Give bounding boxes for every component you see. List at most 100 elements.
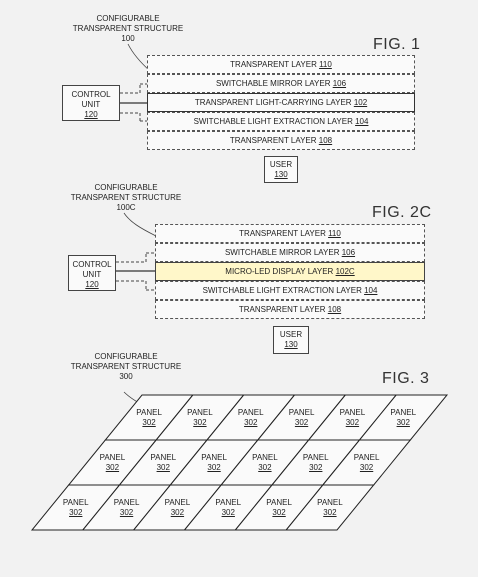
fig2c-title: FIG. 2C (372, 204, 432, 221)
layer-ref: 104 (364, 286, 378, 295)
user-ref: 130 (274, 170, 288, 179)
layer-label: SWITCHABLE MIRROR LAYER (215, 79, 333, 88)
layer-label: MICRO-LED DISPLAY LAYER (225, 267, 336, 276)
panel-name: PANEL (266, 497, 292, 507)
panel-ref: 302 (294, 417, 309, 427)
layer-label: TRANSPARENT LAYER (239, 229, 329, 238)
fig1-layer-4: TRANSPARENT LAYER 108 (147, 131, 415, 150)
fig1-user-box: USER 130 (264, 156, 298, 183)
panel-ref: 302 (156, 462, 170, 472)
panel-name: PANEL (201, 452, 227, 462)
fig2c-caption-line2: TRANSPARENT STRUCTURE (70, 193, 182, 202)
panel-name: PANEL (252, 452, 278, 462)
fig2c-leader-line (123, 212, 157, 237)
panel-ref: 302 (244, 417, 258, 427)
panel-ref: 302 (170, 507, 185, 517)
panel-name: PANEL (187, 407, 213, 417)
fig2c-layer-2: MICRO-LED DISPLAY LAYER 102C (155, 262, 425, 281)
layer-label: SWITCHABLE LIGHT EXTRACTION LAYER (202, 286, 365, 295)
panel-ref: 302 (221, 507, 235, 517)
panel-ref: 302 (119, 507, 134, 517)
panel-name: PANEL (317, 497, 343, 507)
fig2c-layer-3: SWITCHABLE LIGHT EXTRACTION LAYER 104 (155, 281, 425, 300)
fig2c-layer-0: TRANSPARENT LAYER 110 (155, 224, 425, 243)
layer-label: TRANSPARENT LAYER (230, 60, 320, 69)
panel-name: PANEL (288, 407, 315, 417)
panel-name: PANEL (150, 452, 177, 462)
layer-label: SWITCHABLE MIRROR LAYER (224, 248, 342, 257)
fig1-structure-ref: 100 (121, 34, 135, 43)
fig2c-structure-ref: 100C (116, 203, 136, 212)
fig2c-control-unit: CONTROL UNIT 120 (68, 255, 116, 291)
panel-ref: 302 (142, 417, 156, 427)
user-ref: 130 (284, 340, 298, 349)
panel-ref: 302 (309, 462, 323, 472)
fig1-caption-line2: TRANSPARENT STRUCTURE (72, 24, 184, 33)
fig2c-layer-1: SWITCHABLE MIRROR LAYER 106 (155, 243, 425, 262)
fig1-layer-2: TRANSPARENT LIGHT-CARRYING LAYER 102 (147, 93, 415, 112)
panel-ref: 302 (258, 462, 272, 472)
fig1-layer-0: TRANSPARENT LAYER 110 (147, 55, 415, 74)
panel-ref: 302 (345, 417, 360, 427)
control-unit-ref: 120 (85, 280, 99, 289)
control-unit-label: CONTROL (71, 90, 111, 99)
panel-name: PANEL (113, 497, 140, 507)
fig2c-layer-4: TRANSPARENT LAYER 108 (155, 300, 425, 319)
panel-name: PANEL (237, 407, 264, 417)
panel-ref: 302 (323, 507, 337, 517)
panel-ref: 302 (105, 462, 120, 472)
panel-ref: 302 (193, 417, 207, 427)
fig1-layer-1: SWITCHABLE MIRROR LAYER 106 (147, 74, 415, 93)
panel-name: PANEL (136, 407, 162, 417)
control-unit-label: CONTROL (72, 260, 112, 269)
layer-ref: 108 (318, 136, 333, 145)
layer-label: TRANSPARENT LAYER (238, 305, 328, 314)
panel-name: PANEL (353, 452, 380, 462)
fig3-caption: CONFIGURABLE TRANSPARENT STRUCTURE 300 (68, 352, 184, 382)
panel-cell (285, 484, 375, 531)
layer-label: TRANSPARENT LIGHT-CARRYING LAYER (194, 98, 354, 107)
panel-grid (30, 394, 449, 531)
fig3-caption-line1: CONFIGURABLE (94, 352, 158, 361)
layer-ref: 102 (353, 98, 368, 107)
panel-ref: 302 (69, 507, 83, 517)
user-label: USER (269, 160, 293, 169)
panel-name: PANEL (390, 407, 417, 417)
layer-label: TRANSPARENT LAYER (229, 136, 319, 145)
control-unit-ref: 120 (84, 110, 98, 119)
panel-name: PANEL (339, 407, 366, 417)
fig2c-user-box: USER 130 (273, 326, 309, 354)
fig3-structure-ref: 300 (119, 372, 133, 381)
panel-name: PANEL (62, 497, 89, 507)
layer-ref: 110 (328, 229, 341, 238)
fig3-caption-line2: TRANSPARENT STRUCTURE (70, 362, 182, 371)
fig2c-caption-line1: CONFIGURABLE (94, 183, 158, 192)
panel-name: PANEL (215, 497, 242, 507)
fig1-layer-3: SWITCHABLE LIGHT EXTRACTION LAYER 104 (147, 112, 415, 131)
layer-ref: 104 (355, 117, 369, 126)
layer-ref: 102C (335, 267, 355, 276)
fig1-control-unit: CONTROL UNIT 120 (62, 85, 120, 121)
layer-label: SWITCHABLE LIGHT EXTRACTION LAYER (193, 117, 356, 126)
fig2c-caption: CONFIGURABLE TRANSPARENT STRUCTURE 100C (68, 183, 184, 213)
fig3-title: FIG. 3 (382, 370, 430, 387)
layer-ref: 110 (319, 60, 332, 69)
panel-ref: 302 (207, 462, 221, 472)
panel-ref: 302 (272, 507, 286, 517)
